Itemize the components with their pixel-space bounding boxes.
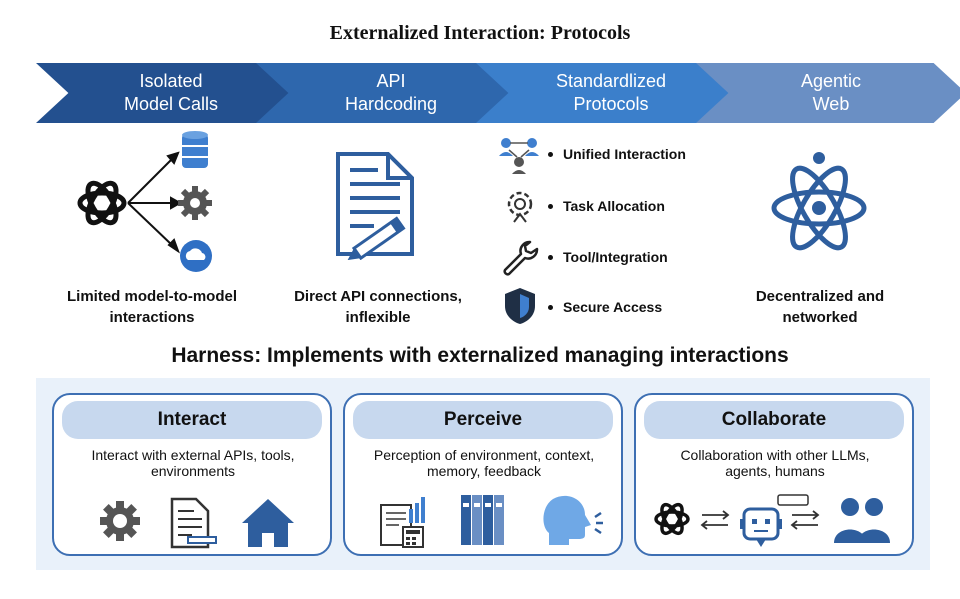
users-group-icon — [834, 498, 890, 543]
feature-task-allocation: Task Allocation — [548, 198, 665, 214]
shield-icon — [505, 288, 535, 324]
card-perceive-icons — [380, 495, 603, 548]
caption-api: Direct API connections,inflexible — [294, 288, 462, 326]
card-interact-desc: Interact with external APIs, tools,envir… — [91, 447, 295, 479]
document-pen-icon — [170, 497, 217, 549]
report-calculator-icon — [380, 497, 425, 548]
card-perceive: Perceive Perception of environment, cont… — [343, 393, 623, 556]
card-perceive-desc: Perception of environment, context,memor… — [373, 447, 595, 479]
gear-icon — [178, 186, 212, 220]
task-gear-icon — [507, 191, 533, 223]
isolated-calls-illustration — [77, 131, 212, 272]
feature-unified-interaction: Unified Interaction — [548, 146, 686, 162]
home-icon — [242, 499, 294, 547]
binders-icon — [461, 495, 504, 545]
card-collaborate-title: Collaborate — [644, 401, 904, 439]
card-collaborate: Collaborate Collaboration with other LLM… — [634, 393, 914, 556]
connection-arrows-icon — [127, 151, 183, 254]
robot-agent-icon — [740, 494, 809, 547]
wrench-icon — [503, 240, 539, 276]
cloud-icon — [180, 240, 212, 272]
feature-secure-access: Secure Access — [548, 299, 662, 315]
atom-network-icon — [771, 152, 867, 251]
card-perceive-title: Perceive — [353, 401, 613, 439]
feature-tool-integration: Tool/Integration — [548, 249, 668, 265]
document-pen-icon — [336, 152, 414, 260]
database-icon — [182, 131, 208, 168]
card-interact: Interact Interact with external APIs, to… — [52, 393, 332, 556]
exchange-arrows-icon — [700, 510, 730, 530]
speaking-head-icon — [543, 495, 603, 545]
card-interact-title: Interact — [62, 401, 322, 439]
diagram-title: Externalized Interaction: Protocols — [329, 22, 631, 44]
people-network-icon — [499, 138, 539, 174]
openai-logo-icon — [77, 180, 127, 226]
harness-title: Harness: Implements with externalized ma… — [171, 344, 789, 367]
gear-icon — [100, 501, 140, 541]
card-collaborate-icons — [654, 494, 890, 547]
openai-logo-icon — [654, 502, 690, 536]
card-collaborate-desc: Collaboration with other LLMs,agents, hu… — [680, 447, 870, 479]
card-interact-icons — [100, 497, 294, 549]
exchange-arrows-icon — [790, 510, 820, 530]
